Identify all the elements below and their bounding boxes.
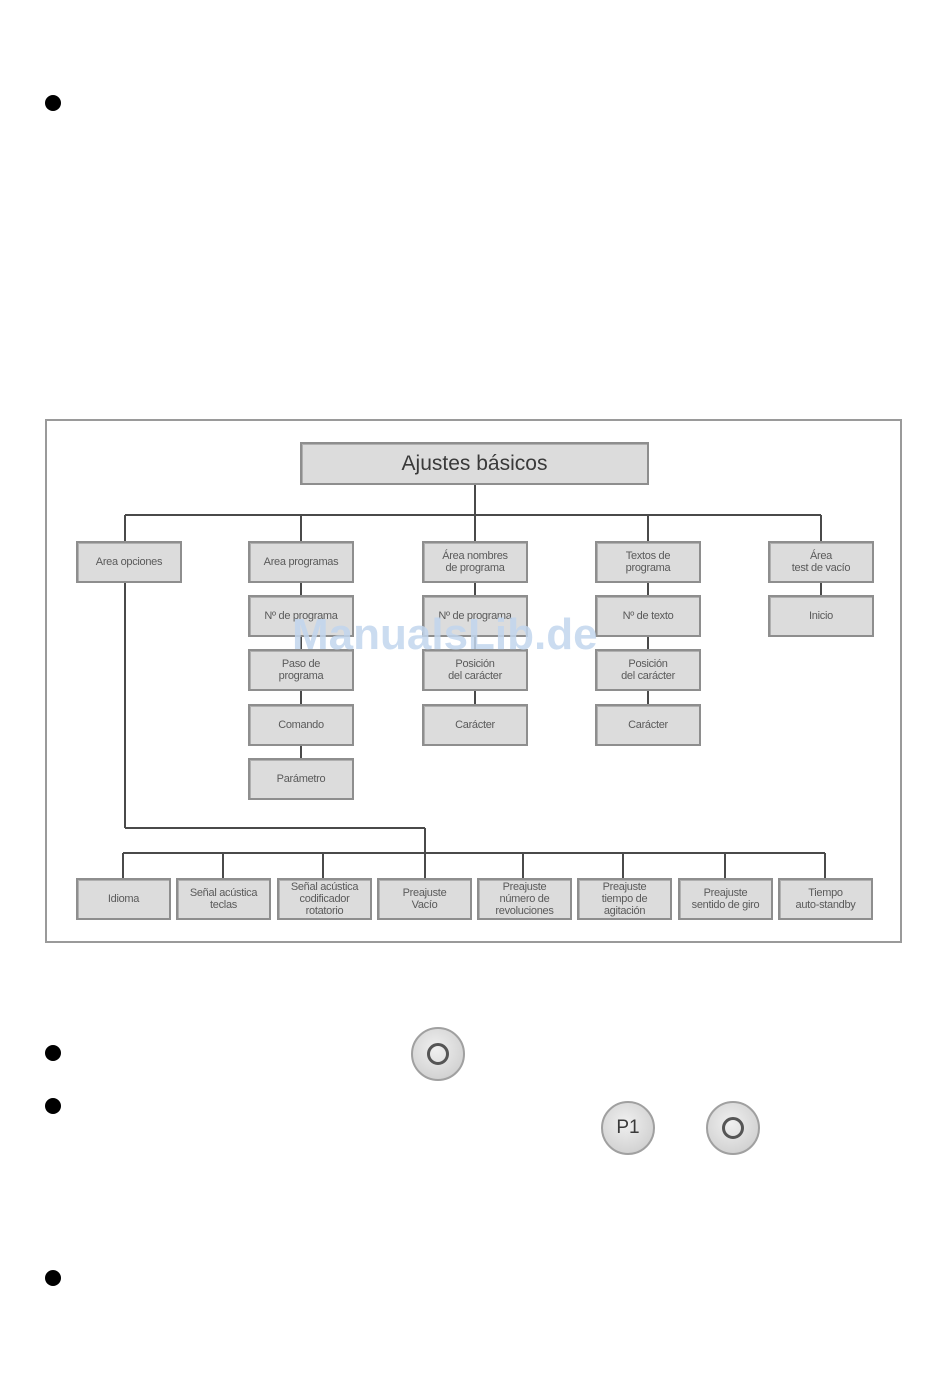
bullet-3 bbox=[45, 1098, 61, 1114]
node-numero-texto: Nº de texto bbox=[595, 595, 701, 637]
watermark: ManualsLib.de bbox=[292, 610, 598, 659]
bullet-2 bbox=[45, 1045, 61, 1061]
p1-label: P1 bbox=[616, 1117, 640, 1138]
node-numero-programa: Nº de programa bbox=[248, 595, 354, 637]
ring-button-icon-2 bbox=[706, 1101, 760, 1155]
node-textos-programa: Textos de programa bbox=[595, 541, 701, 583]
bullet-4 bbox=[45, 1270, 61, 1286]
node-posicion-caracter-2: Posición del carácter bbox=[595, 649, 701, 691]
node-senal-acustica-codificador: Señal acústica codificador rotatorio bbox=[277, 878, 372, 920]
node-numero-programa-2: Nº de programa bbox=[422, 595, 528, 637]
ring-icon bbox=[427, 1043, 449, 1065]
node-inicio: Inicio bbox=[768, 595, 874, 637]
node-tiempo-auto-standby: Tiempo auto-standby bbox=[778, 878, 873, 920]
diagram-root-node: Ajustes básicos bbox=[300, 442, 649, 485]
node-posicion-caracter: Posición del carácter bbox=[422, 649, 528, 691]
node-paso-programa: Paso de programa bbox=[248, 649, 354, 691]
node-area-opciones: Area opciones bbox=[76, 541, 182, 583]
node-area-test-vacio: Área test de vacío bbox=[768, 541, 874, 583]
node-area-nombres-programa: Área nombres de programa bbox=[422, 541, 528, 583]
node-caracter-2: Carácter bbox=[595, 704, 701, 746]
node-preajuste-sentido-giro: Preajuste sentido de giro bbox=[678, 878, 773, 920]
ring-icon-2 bbox=[722, 1117, 744, 1139]
node-area-programas: Area programas bbox=[248, 541, 354, 583]
node-caracter: Carácter bbox=[422, 704, 528, 746]
node-parametro: Parámetro bbox=[248, 758, 354, 800]
diagram-connectors bbox=[122, 485, 826, 878]
ring-button-icon bbox=[411, 1027, 465, 1081]
node-preajuste-revoluciones: Preajuste número de revoluciones bbox=[477, 878, 572, 920]
node-preajuste-tiempo-agitacion: Preajuste tiempo de agitación bbox=[577, 878, 672, 920]
node-idioma: Idioma bbox=[76, 878, 171, 920]
node-senal-acustica-teclas: Señal acústica teclas bbox=[176, 878, 271, 920]
p1-button-icon: P1 bbox=[601, 1101, 655, 1155]
node-comando: Comando bbox=[248, 704, 354, 746]
node-preajuste-vacio: Preajuste Vacío bbox=[377, 878, 472, 920]
bullet-1 bbox=[45, 95, 61, 111]
